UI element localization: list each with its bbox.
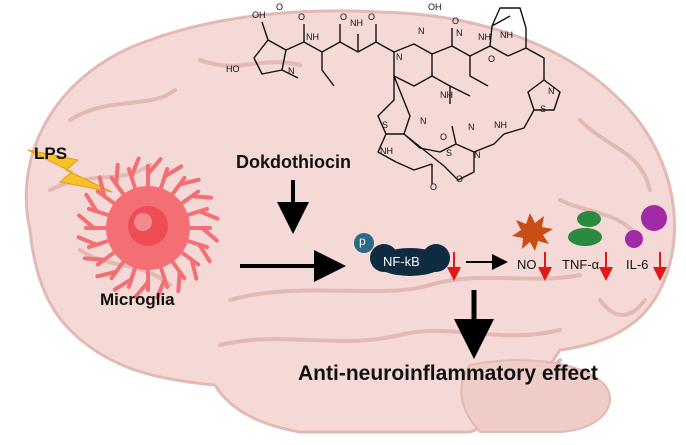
atom-label: NH (306, 32, 319, 42)
atom-label: N (456, 28, 463, 38)
il6-icon (625, 205, 667, 248)
microglia-process (95, 256, 128, 281)
atom-label: NH (380, 146, 393, 156)
lps-label: LPS (34, 144, 68, 163)
dokdothiocin-structure (253, 7, 561, 184)
atom-label: S (382, 120, 388, 130)
structure-proline-ring (491, 7, 527, 29)
atom-label: O (368, 12, 375, 22)
brain-outline (24, 9, 677, 434)
tnf-alpha-icon (568, 211, 602, 246)
atom-label: N (474, 150, 481, 160)
atom-label: O (488, 54, 495, 64)
atom-label: N (418, 26, 425, 36)
phospho-label: p (359, 234, 366, 248)
structure-bonds-left (253, 21, 395, 87)
atom-label: O (298, 12, 305, 22)
atom-label: N (548, 86, 555, 96)
atom-label: HO (226, 64, 240, 74)
nfkb-label: NF-kB (383, 254, 420, 269)
microglia-process (176, 248, 201, 281)
microglia-process (168, 256, 187, 294)
il6-label: IL-6 (626, 257, 649, 272)
structure-bonds-lower (377, 75, 505, 184)
effect-label: Anti-neuroinflammatory effect (298, 362, 598, 385)
microglia-process (155, 262, 170, 300)
cerebellum (460, 359, 611, 433)
atom-label: O (276, 2, 283, 12)
atom-label: O (456, 174, 463, 184)
nfkb-body-left (370, 244, 398, 272)
atom-label: NH (350, 18, 363, 28)
microglia-highlight (134, 213, 152, 231)
atom-label: O (430, 182, 437, 192)
microglia-process (168, 175, 201, 200)
atom-label: S (446, 148, 452, 158)
microglia-label: Microglia (100, 290, 175, 309)
atom-label: N (468, 122, 475, 132)
atom-label: O (440, 132, 447, 142)
microglia-process (109, 162, 128, 200)
brain-illustration (24, 9, 677, 434)
no-label: NO (517, 257, 537, 272)
phospho-circle-icon (354, 233, 374, 253)
structure-thiazole-top (503, 79, 561, 135)
atom-label: NH (440, 90, 453, 100)
atom-label: NH (494, 120, 507, 130)
nfkb-body-right (422, 244, 450, 272)
tnf-alpha-label: TNF-α (562, 257, 600, 272)
nfkb-complex-icon (354, 233, 450, 276)
atom-label: N (396, 52, 403, 62)
microglia-process (95, 175, 120, 208)
no-star-icon (512, 213, 553, 251)
lps-lightning-icon (27, 149, 113, 193)
atom-label: N (420, 116, 427, 126)
microglia-cell-icon (76, 156, 220, 300)
microglia-process (176, 189, 214, 208)
microglia-process (82, 248, 120, 267)
atom-label: OH (252, 10, 266, 20)
atom-label: O (340, 12, 347, 22)
atom-label: S (540, 104, 546, 114)
atom-label: OH (428, 2, 442, 12)
atom-label: NH (500, 30, 513, 40)
microglia-process (112, 262, 139, 292)
atom-label: NH (478, 32, 491, 42)
compound-label: Dokdothiocin (236, 152, 351, 172)
atom-label: O (452, 16, 459, 26)
atom-label: N (288, 66, 295, 76)
